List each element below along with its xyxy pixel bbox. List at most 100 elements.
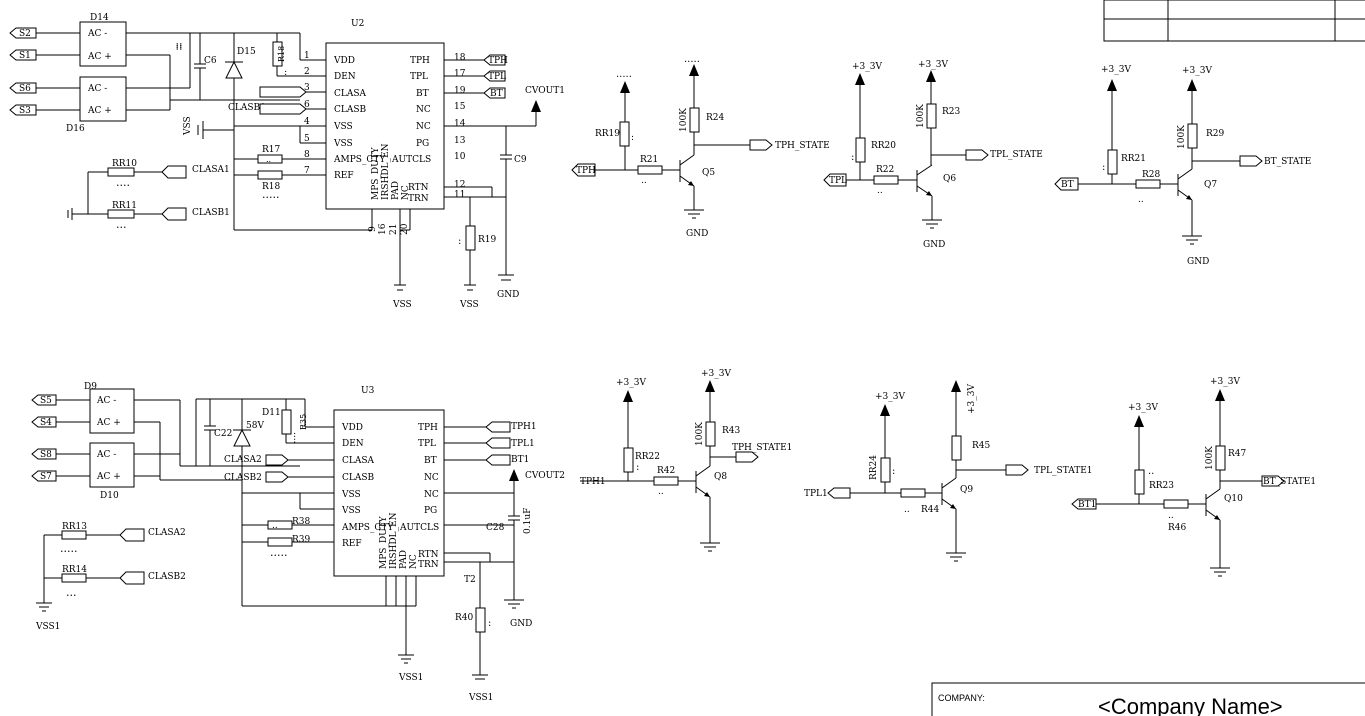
svg-text:C9: C9 xyxy=(514,155,527,165)
svg-text:58V: 58V xyxy=(246,421,264,431)
svg-text:...: ... xyxy=(116,218,127,231)
svg-text:AC -: AC - xyxy=(96,396,116,406)
svg-text:R42: R42 xyxy=(657,466,675,476)
zener-58v: 58V xyxy=(233,399,264,606)
svg-text:BT_STATE1: BT_STATE1 xyxy=(1263,477,1316,487)
svg-text:TRN: TRN xyxy=(418,560,439,570)
svg-text:TPL: TPL xyxy=(829,176,847,186)
svg-text:NC: NC xyxy=(424,490,439,500)
ic-u3: U3 VDD DEN CLASA CLASB VSS VSS AMPS_CTY … xyxy=(333,386,445,683)
bridge-d14: D14 AC - AC + xyxy=(79,13,127,67)
svg-text:DEN: DEN xyxy=(334,72,356,82)
svg-text:AC +: AC + xyxy=(96,418,121,428)
port-s2: S2 xyxy=(9,27,37,39)
svg-text:R22: R22 xyxy=(876,165,894,175)
port-s5: S5 xyxy=(31,394,57,406)
svg-text:R46: R46 xyxy=(1168,523,1187,533)
svg-text:BT1: BT1 xyxy=(1078,500,1096,510)
svg-text:VSS1: VSS1 xyxy=(398,673,423,683)
svg-text:...: ... xyxy=(66,586,77,599)
svg-text:PAD: PAD xyxy=(399,550,409,569)
svg-text:S8: S8 xyxy=(40,450,52,460)
svg-text:TPH1: TPH1 xyxy=(511,422,537,432)
svg-text:CLASB: CLASB xyxy=(342,473,375,483)
svg-text:..: .. xyxy=(1138,195,1144,205)
svg-text:PG: PG xyxy=(424,506,437,516)
svg-text:RR20: RR20 xyxy=(871,141,896,151)
svg-text:TPL_STATE1: TPL_STATE1 xyxy=(1034,466,1093,476)
svg-text:R17: R17 xyxy=(262,145,281,155)
svg-text:VSS: VSS xyxy=(459,300,479,310)
svg-text:AUTCLS: AUTCLS xyxy=(399,523,439,533)
svg-text:TPL_STATE: TPL_STATE xyxy=(990,150,1043,160)
svg-text:17: 17 xyxy=(454,69,466,79)
svg-text:+3_3V: +3_3V xyxy=(967,384,977,414)
svg-text:+3_3V: +3_3V xyxy=(1128,403,1158,413)
svg-text:TPL1: TPL1 xyxy=(511,439,535,449)
svg-text:IRSHDL_EN: IRSHDL_EN xyxy=(389,512,399,569)
svg-text:R18: R18 xyxy=(277,46,286,62)
bridge-d9: D9 AC - AC + xyxy=(84,382,135,434)
svg-text:VSS: VSS xyxy=(341,506,361,516)
svg-text:GND: GND xyxy=(497,290,519,300)
svg-text:AC -: AC - xyxy=(87,84,107,94)
svg-text:TPH_STATE1: TPH_STATE1 xyxy=(732,443,792,453)
svg-text:VSS: VSS xyxy=(183,116,193,136)
svg-text:CLASB1: CLASB1 xyxy=(192,208,230,218)
svg-text:19: 19 xyxy=(454,86,466,96)
svg-text::: : xyxy=(892,466,895,477)
driver-q6: +3_3V RR20 : TPL R22 .. Q6 +3_3V R23 100… xyxy=(823,60,1043,250)
svg-text:PG: PG xyxy=(416,139,429,149)
svg-text:REF: REF xyxy=(334,171,354,181)
svg-text:R47: R47 xyxy=(1228,449,1247,459)
svg-text:+3_3V: +3_3V xyxy=(1182,66,1212,76)
svg-text:100K: 100K xyxy=(1205,446,1215,470)
svg-text::: : xyxy=(851,152,854,163)
svg-text:RR10: RR10 xyxy=(112,159,137,169)
svg-text:1: 1 xyxy=(304,51,310,61)
svg-text:10: 10 xyxy=(454,152,466,162)
svg-text:CLASB1: CLASB1 xyxy=(228,103,266,113)
svg-text:S6: S6 xyxy=(19,84,31,94)
svg-text:RTN: RTN xyxy=(408,183,429,193)
svg-text:AC +: AC + xyxy=(96,472,121,482)
svg-text:12: 12 xyxy=(454,180,465,190)
svg-text:7: 7 xyxy=(304,166,310,176)
svg-text:AC +: AC + xyxy=(87,52,112,62)
bottom-input-stage: S5 S4 S8 S7 D9 AC - AC + AC - AC + D10 xyxy=(31,382,396,632)
svg-text:D16: D16 xyxy=(66,124,85,134)
svg-text:R29: R29 xyxy=(1206,129,1225,139)
driver-q7: +3_3V RR21 : BT R28 .. Q7 +3_3V R29 100K… xyxy=(1054,65,1311,267)
svg-text:18: 18 xyxy=(454,53,466,63)
port-s6: S6 xyxy=(9,82,37,94)
svg-text:R40: R40 xyxy=(455,613,474,623)
svg-text:TPL: TPL xyxy=(418,439,436,449)
svg-text:R38: R38 xyxy=(292,517,311,527)
u2-outputs: TPH TPL BT CVOUT1 C9 GND R19 : VSS xyxy=(444,54,565,310)
svg-text:RR23: RR23 xyxy=(1149,481,1174,491)
svg-text:BT_STATE: BT_STATE xyxy=(1264,157,1311,167)
svg-text:Q5: Q5 xyxy=(702,168,715,178)
svg-text:3: 3 xyxy=(304,83,310,93)
svg-text::: : xyxy=(458,236,461,247)
driver-q10: +3_3V RR23 .. BT1 R46 .. Q10 +3_3V R47 1… xyxy=(1071,377,1316,577)
svg-text:TRN: TRN xyxy=(408,194,429,204)
svg-text:GND: GND xyxy=(686,229,708,239)
svg-text:REF: REF xyxy=(342,539,362,549)
svg-text:VDD: VDD xyxy=(341,423,363,433)
svg-text:MPS_DUTY: MPS_DUTY xyxy=(371,146,381,200)
svg-text:RTN: RTN xyxy=(418,550,439,560)
resistor-rr10: RR10 .... xyxy=(107,159,137,189)
svg-text::: : xyxy=(488,618,491,629)
svg-text:TPL1: TPL1 xyxy=(804,489,828,499)
diode-d15: D15 xyxy=(225,33,256,100)
svg-text:R23: R23 xyxy=(942,107,961,117)
svg-text:U2: U2 xyxy=(351,19,364,29)
svg-text:CLASA1: CLASA1 xyxy=(192,165,230,175)
svg-text:TPL: TPL xyxy=(410,72,428,82)
svg-text:IRSHDL_EN: IRSHDL_EN xyxy=(381,143,391,200)
port-s3: S3 xyxy=(9,104,37,116)
svg-text:21: 21 xyxy=(389,224,399,235)
